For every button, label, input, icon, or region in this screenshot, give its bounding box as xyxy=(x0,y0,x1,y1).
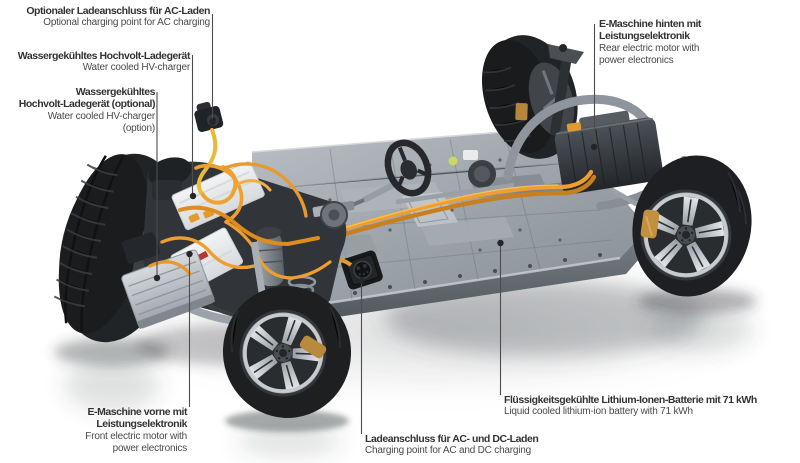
callout-charging-point: Ladeanschluss für AC- und DC-Laden Charg… xyxy=(365,433,539,457)
callout-text-de: Optionaler Ladeanschluss für AC-Laden xyxy=(26,5,210,17)
callout-text-de: Ladeanschluss für AC- und DC-Laden xyxy=(365,433,539,445)
wheel-front-near xyxy=(222,241,352,418)
callout-optional-ac-charging: Optionaler Ladeanschluss für AC-Laden Op… xyxy=(26,5,210,29)
callout-text-en: Rear electric motor with power electroni… xyxy=(599,42,700,66)
wheel-rear-near xyxy=(632,155,752,297)
charge-port xyxy=(341,250,383,290)
callout-text-en: Optional charging point for AC charging xyxy=(43,17,210,29)
optional-charger-box xyxy=(121,249,215,329)
callout-text-de: E-Maschine hinten mit Leistungselektroni… xyxy=(599,18,701,43)
callout-text-de: Wassergekühltes Hochvolt-Ladegerät xyxy=(17,50,191,62)
callout-rear-motor: E-Maschine hinten mit Leistungselektroni… xyxy=(599,18,701,67)
hv-cable-run xyxy=(313,169,597,246)
callout-text-de: Flüssigkeitsgekühlte Lithium-Ionen-Batte… xyxy=(504,394,757,406)
callout-text-en: Front electric motor with power electron… xyxy=(85,430,187,454)
callout-dots xyxy=(153,118,598,285)
callout-battery: Flüssigkeitsgekühlte Lithium-Ionen-Batte… xyxy=(504,394,757,418)
callout-text-en: Charging point for AC and DC charging xyxy=(365,445,532,457)
callout-lines xyxy=(156,14,596,434)
callout-front-motor: E-Maschine vorne mit Leistungselektronik… xyxy=(85,406,187,455)
callout-text-en: Water cooled HV-charger xyxy=(82,62,191,74)
callout-hv-charger: Wassergekühltes Hochvolt-Ladegerät Water… xyxy=(17,50,191,74)
callout-text-en: Liquid cooled lithium-ion battery with 7… xyxy=(504,406,693,418)
callout-text-de: Wassergekühltes Hochvolt-Ladegerät (opti… xyxy=(18,86,156,111)
callout-hv-charger-optional: Wassergekühltes Hochvolt-Ladegerät (opti… xyxy=(18,86,156,135)
callout-text-de: E-Maschine vorne mit Leistungselektronik xyxy=(87,406,187,431)
brake-booster xyxy=(395,150,515,205)
callout-text-en: Water cooled HV-charger (option) xyxy=(47,110,156,134)
